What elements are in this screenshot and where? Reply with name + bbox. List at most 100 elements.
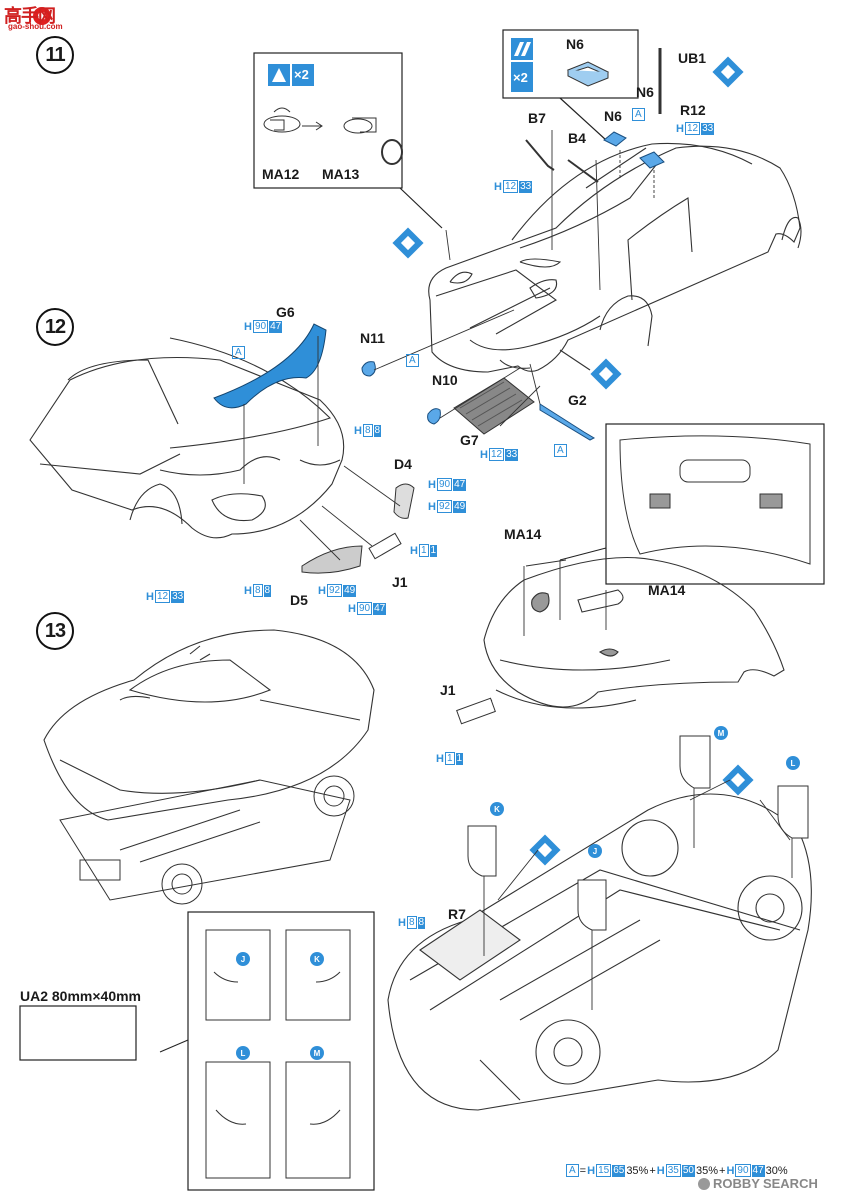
formula-pct: 35%: [626, 1164, 649, 1177]
diamond-mark: [712, 56, 744, 88]
diamond-mark: [529, 834, 561, 866]
brand-text-robby: ROBBY: [713, 1176, 760, 1191]
decal-marker-m: M: [714, 726, 728, 740]
watermark-logo: [33, 7, 51, 25]
formula-pct: 30%: [765, 1164, 788, 1177]
formula-h: H: [656, 1164, 665, 1177]
part-label-n6: N6: [604, 108, 622, 124]
formula-code: 47: [751, 1164, 765, 1177]
formula-code: 90: [735, 1164, 751, 1177]
step11-blue-parts: [361, 131, 665, 441]
formula-code: 50: [681, 1164, 695, 1177]
formula-pct: 35%: [695, 1164, 719, 1177]
qty-x2-b: ×2: [513, 70, 528, 85]
color-a-mark: A: [566, 1164, 579, 1177]
car-step11: [428, 142, 802, 373]
decal-marker-m: M: [310, 1046, 324, 1060]
color-a-mark: A: [406, 354, 419, 367]
decal-marker-j: J: [236, 952, 250, 966]
formula-h: H: [726, 1164, 735, 1177]
ua2-label: UA2 80mm×40mm: [20, 988, 142, 1004]
decal-marker-l: L: [236, 1046, 250, 1060]
formula-plus: +: [649, 1164, 656, 1177]
decal-marker-k: K: [310, 952, 324, 966]
part-label-b4: B4: [568, 130, 586, 146]
part-label-r12: R12: [680, 102, 706, 118]
part-label-n11: N11: [360, 330, 385, 346]
part-label-g2: G2: [568, 392, 587, 408]
color-a-mark: A: [232, 346, 245, 359]
detail-box-n6: [502, 29, 639, 99]
decal-templates-box: [159, 911, 375, 1191]
hood-detail-box: [559, 423, 825, 585]
watermark-text: 高手网: [4, 6, 56, 26]
plate-j1: [456, 697, 496, 725]
color-a-mark: A: [632, 108, 645, 121]
grille-g7: [453, 377, 535, 435]
color-a-mark: A: [554, 444, 567, 457]
step-number-11: 11: [36, 36, 74, 74]
part-label-b7: B7: [528, 110, 546, 126]
brand-watermark: ROBBY SEARCH: [698, 1176, 818, 1191]
step-number-13: 13: [36, 612, 74, 650]
part-label-ma14: MA14: [504, 526, 542, 542]
formula-equals: =: [579, 1164, 587, 1177]
part-label-j1: J1: [392, 574, 408, 590]
part-label-d5: D5: [290, 592, 308, 608]
part-label-n6: N6: [636, 84, 654, 100]
ua2-box: [19, 1005, 137, 1061]
formula-code: 15: [596, 1164, 612, 1177]
formula-h: H: [587, 1164, 596, 1177]
part-label-n6: N6: [566, 36, 584, 52]
x2-icon-a: [268, 64, 314, 86]
part-label-g7: G7: [460, 432, 479, 448]
spoiler-g6: [213, 323, 327, 409]
formula-code: 35: [665, 1164, 681, 1177]
part-label-g6: G6: [276, 304, 295, 320]
brand-text-search: SEARCH: [762, 1176, 818, 1191]
detail-box-ma12-ma13: [253, 52, 403, 189]
car-step12: [29, 337, 345, 539]
diamond-mark: [392, 227, 424, 259]
part-label-r7: R7: [448, 906, 466, 922]
x2-icon-b: [511, 38, 533, 92]
part-label-ub1: UB1: [678, 50, 707, 66]
paint-formula: A = H 15 65 35% + H 35 50 35% + H 90 47 …: [566, 1164, 788, 1177]
watermark-url: gao-shou.com: [8, 22, 63, 31]
car-underside: [387, 793, 812, 1111]
diamond-mark: [590, 358, 622, 390]
mudflaps-bottom: [467, 735, 809, 931]
formula-plus: +: [719, 1164, 726, 1177]
car-ma14: [483, 556, 785, 709]
step-number-12: 12: [36, 308, 74, 346]
decal-marker-l: L: [786, 756, 800, 770]
chassis-step13: [59, 775, 355, 905]
part-label-d4: D4: [394, 456, 412, 472]
brand-icon: [698, 1177, 710, 1190]
decal-marker-j: J: [588, 844, 602, 858]
qty-x2-a: ×2: [294, 67, 309, 82]
car-step13: [43, 629, 375, 821]
formula-code: 65: [612, 1164, 626, 1177]
part-label-ma14: MA14: [648, 582, 686, 598]
decal-marker-k: K: [490, 802, 504, 816]
diamond-mark: [722, 764, 754, 796]
lamp-parts: [301, 483, 415, 574]
part-label-j1: J1: [440, 682, 456, 698]
part-label-n10: N10: [432, 372, 458, 388]
